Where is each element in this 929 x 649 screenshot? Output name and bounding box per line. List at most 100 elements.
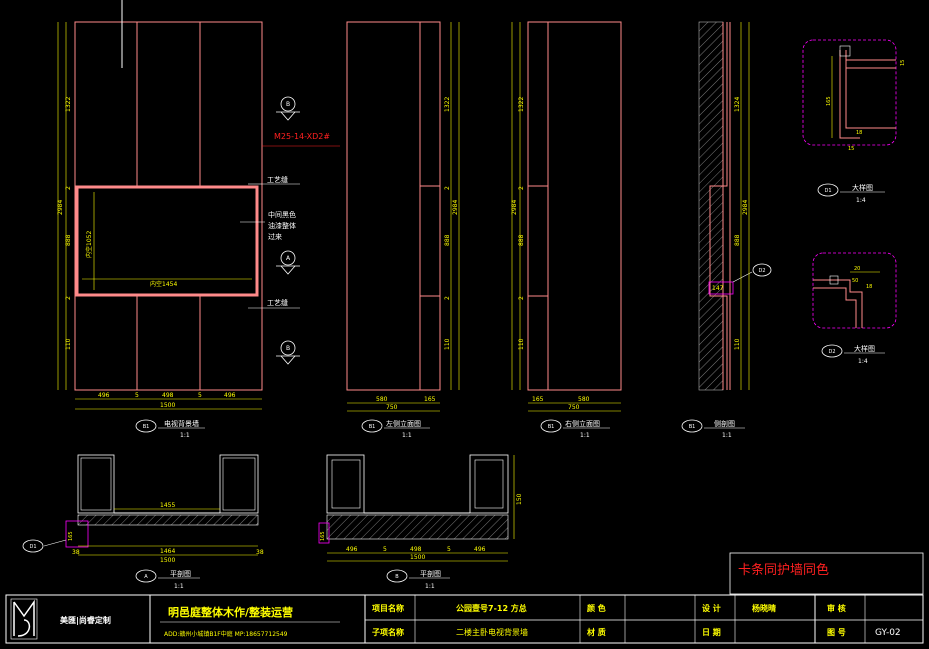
tv-opening [75,185,259,297]
label-sub-item: 子项名称 [372,627,404,637]
detail-d1: 165 15 15 18 D1 大样图 1:4 [802,39,906,204]
section-callout: D2 [758,268,765,274]
brand-logo [10,598,38,640]
left-dim-h-1: 580 [376,396,388,403]
dim-v-3: 888 [65,234,72,246]
dim-h-5: 496 [224,392,236,399]
red-note: 卡条同护墙同色 [738,562,829,578]
note-line-1: 中间黑色 [268,210,296,219]
elevation-main: 内空1454 内空1052 1322 2 888 2 110 2984 496 … [57,0,340,439]
left-dim-h-2: 165 [424,396,436,403]
section-view: 147 D2 1324 888 110 2984 B1 侧剖图 1:1 [681,21,772,439]
d2-num: D2 [828,349,835,355]
d2-boundary [812,252,897,329]
right-dim-v-2: 2 [518,186,525,190]
right-dim-total: 2984 [511,200,518,215]
sec-caption-num: B1 [689,424,696,430]
left-dim-v-3: 888 [444,234,451,246]
main-caption-num: B1 [143,424,150,430]
left-dim-v-4: 2 [444,296,451,300]
plan-b-caption: 平剖图 [420,569,441,578]
project-name-value: 公园壹号7-12 方总 [456,603,527,613]
plan-a-dim-top: 1455 [160,502,175,509]
drawing-no-value: GY-02 [875,628,901,638]
left-dim-total-w: 750 [386,404,398,411]
plan-a-side: 165 [68,531,74,541]
plan-a-dim-l: 38 [72,549,80,556]
main-scale: 1:1 [180,432,190,439]
label-color: 颜 色 [587,603,606,613]
sec-dim-v-3: 110 [734,338,741,350]
sec-caption: 侧剖图 [714,419,735,428]
wall-hatch [698,21,724,391]
left-dim-v-1: 1322 [444,97,451,112]
left-dim-v-5: 110 [444,338,451,350]
plan-a-scale: 1:1 [174,583,184,590]
sec-scale: 1:1 [722,432,732,439]
label-project-name: 项目名称 [372,603,404,613]
inner-width-label: 内空1454 [150,280,177,288]
section-marker-b-top [280,96,296,112]
plan-b-total: 1500 [410,554,425,561]
sec-dim-v-1: 1324 [734,97,741,112]
section-b-label-2: B [286,345,290,352]
plan-b-dim-5: 496 [474,546,486,553]
plan-b-dim-4: 5 [447,546,451,553]
d2-dim-2: 50 [852,278,858,284]
right-dim-v-1: 1322 [518,97,525,112]
main-panel-outline [74,21,263,391]
plan-a-hatch [77,514,259,526]
left-scale: 1:1 [402,432,412,439]
dim-h-2: 5 [135,392,139,399]
plan-a-total: 1500 [160,557,175,564]
note-line-2: 油漆整体 [268,221,296,230]
d1-dim-1: 165 [826,96,832,106]
left-caption-num: B1 [369,424,376,430]
d2-scale: 1:4 [858,358,868,365]
plan-a-dim-r: 38 [256,549,264,556]
dim-v-5: 110 [65,338,72,350]
left-panel-outline [346,21,441,391]
d1-dim-3: 15 [848,146,854,152]
right-caption: 右侧立面图 [565,419,600,428]
dim-h-1: 496 [98,392,110,399]
plan-a-dim-mid: 1464 [160,548,175,555]
dim-v-1: 1322 [65,97,72,112]
plan-b: 165 150 496 5 498 5 496 1500 B 平剖图 1:1 [318,454,523,590]
plan-a: 1455 165 D1 38 1464 38 1500 A 平剖图 1:1 [22,454,264,590]
left-caption: 左侧立面图 [386,419,421,428]
dim-h-3: 498 [162,392,174,399]
groove-label-top: 工艺缝 [267,175,288,184]
company-name: 明邑庭整体木作/整装运营 [168,605,293,619]
plan-a-caption-num: A [144,574,148,580]
left-dim-total: 2984 [452,200,459,215]
label-material: 材 质 [587,627,606,637]
plan-a-detail-box [65,520,89,548]
d1-dim-2: 15 [900,60,906,66]
left-dim-v-2: 2 [444,186,451,190]
title-block: 美匯|尚睿定制 明邑庭整体木作/整装运营 ADD:赣州小城镇B1F中庭 MP:1… [5,594,924,644]
section-dim-147: 147 [712,285,724,292]
sec-dim-v-2: 888 [734,234,741,246]
dim-v-4: 2 [65,296,72,300]
note-line-3: 过来 [268,232,282,241]
label-drawing-no: 图 号 [827,628,846,637]
groove-label-bottom: 工艺缝 [267,298,288,307]
design-value: 杨晓晴 [752,603,776,613]
dim-total-width: 1500 [160,402,175,409]
section-detail-box [708,281,734,295]
plan-b-side: 165 [320,531,326,541]
d2-dim-1: 20 [854,266,860,272]
plan-a-caption: 平剖图 [170,569,191,578]
company-address: ADD:赣州小城镇B1F中庭 MP:18657712549 [164,630,288,638]
section-a-label: A [286,255,291,262]
d1-num: D1 [824,188,831,194]
right-dim-v-5: 110 [518,338,525,350]
section-marker-b-bottom [280,340,296,356]
d2-dim-3: 18 [866,284,872,290]
right-panel-outline [527,21,622,391]
label-date: 日 期 [702,627,721,637]
right-dim-v-3: 888 [518,234,525,246]
right-scale: 1:1 [580,432,590,439]
right-dim-v-4: 2 [518,296,525,300]
